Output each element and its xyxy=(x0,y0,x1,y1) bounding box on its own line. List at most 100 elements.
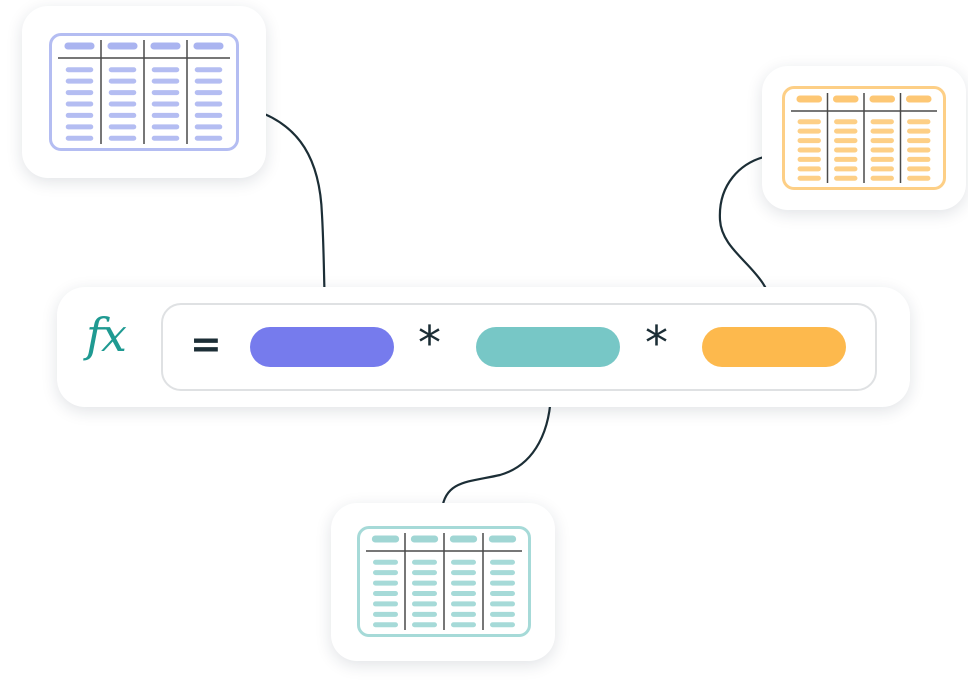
orange-table xyxy=(782,86,946,190)
teal-table-cell xyxy=(373,601,398,607)
blue-table-cell xyxy=(65,101,94,107)
orange-table-grid xyxy=(791,93,937,183)
teal-table-header-cell xyxy=(488,535,517,543)
orange-table-cell xyxy=(797,175,821,181)
orange-table-cell xyxy=(870,156,894,162)
blue-table-cell xyxy=(108,124,137,130)
teal-table-cell xyxy=(373,611,398,617)
orange-table-cell xyxy=(834,166,858,172)
teal-table-cell xyxy=(373,570,398,576)
teal-table-cell xyxy=(490,559,515,565)
blue-table-cell xyxy=(194,67,223,73)
orange-table-cell xyxy=(907,128,931,134)
blue-table-cell xyxy=(151,124,180,130)
orange-table-cell xyxy=(870,147,894,153)
teal-table-cell xyxy=(490,591,515,596)
blue-table-cell xyxy=(65,124,94,130)
orange-table-cell xyxy=(797,147,821,153)
orange-table-cell xyxy=(797,138,821,144)
blue-table-cell xyxy=(151,78,180,84)
blue-table-cell xyxy=(151,90,180,96)
orange-table-cell xyxy=(797,166,821,172)
orange-table-cell xyxy=(834,138,858,144)
blue-table-cell xyxy=(151,112,180,118)
blue-table-header-cell xyxy=(107,42,138,50)
teal-table-cell xyxy=(451,622,476,628)
blue-table-header-cell xyxy=(64,42,95,50)
orange-table-cell xyxy=(907,138,931,144)
blue-table-cell xyxy=(151,101,180,107)
blue-table-header-cell xyxy=(150,42,181,50)
equals-sign: = xyxy=(190,322,222,366)
orange-table-cell xyxy=(907,166,931,172)
teal-table-cell xyxy=(490,580,515,586)
orange-table-cell xyxy=(907,175,931,181)
teal-table-cell xyxy=(412,591,437,596)
teal-table-cell xyxy=(373,580,398,586)
blue-table-cell xyxy=(65,112,94,118)
teal-table-cell xyxy=(373,622,398,628)
teal-table-header-cell xyxy=(410,535,439,543)
orange-table-cell xyxy=(870,128,894,134)
blue-table-cell xyxy=(194,135,223,141)
blue-table-cell xyxy=(194,112,223,118)
teal-table-cell xyxy=(412,580,437,586)
orange-table-cell xyxy=(870,175,894,181)
teal-table-cell xyxy=(412,622,437,628)
orange-table-cell xyxy=(797,128,821,134)
teal-table-cell xyxy=(451,559,476,565)
teal-table-cell xyxy=(451,580,476,586)
teal-table-cell xyxy=(451,591,476,596)
orange-table-cell xyxy=(870,119,894,125)
blue-table-cell xyxy=(65,67,94,73)
orange-table-cell xyxy=(797,156,821,162)
blue-table-cell xyxy=(65,78,94,84)
blue-table-card xyxy=(22,6,266,178)
blue-table-cell xyxy=(65,90,94,96)
teal-table-cell xyxy=(373,591,398,596)
blue-table-cell xyxy=(108,112,137,118)
orange-table-cell xyxy=(797,119,821,125)
teal-table-cell xyxy=(412,559,437,565)
blue-table-cell xyxy=(108,101,137,107)
blue-table xyxy=(49,33,239,151)
orange-table-cell xyxy=(834,156,858,162)
orange-table-header-cell xyxy=(832,95,859,103)
teal-operand-pill[interactable] xyxy=(476,327,620,367)
blue-table-cell xyxy=(194,101,223,107)
teal-table-cell xyxy=(451,601,476,607)
blue-table-cell xyxy=(108,78,137,84)
teal-table-card xyxy=(331,503,555,661)
blue-table-cell xyxy=(108,67,137,73)
teal-table xyxy=(357,526,531,637)
blue-table-cell xyxy=(108,90,137,96)
blue-operand-pill[interactable] xyxy=(250,327,394,367)
teal-table-cell xyxy=(373,559,398,565)
orange-table-cell xyxy=(870,138,894,144)
teal-table-cell xyxy=(451,570,476,576)
multiply-operator-1: * xyxy=(418,316,441,370)
orange-table-cell xyxy=(834,175,858,181)
orange-table-cell xyxy=(834,128,858,134)
orange-table-cell xyxy=(834,147,858,153)
fx-label: fx xyxy=(86,308,127,362)
orange-operand-pill[interactable] xyxy=(702,327,846,367)
blue-table-cell xyxy=(108,135,137,141)
blue-table-cell xyxy=(151,67,180,73)
orange-table-cell xyxy=(907,119,931,125)
blue-table-cell xyxy=(194,90,223,96)
blue-table-cell xyxy=(151,135,180,141)
teal-table-header-cell xyxy=(449,535,478,543)
blue-table-cell xyxy=(194,78,223,84)
teal-table-cell xyxy=(451,611,476,617)
blue-table-header-cell xyxy=(193,42,224,50)
blue-table-cell xyxy=(65,135,94,141)
orange-table-cell xyxy=(870,166,894,172)
teal-table-cell xyxy=(412,570,437,576)
orange-table-cell xyxy=(834,119,858,125)
teal-table-cell xyxy=(412,611,437,617)
orange-table-card xyxy=(762,66,966,210)
orange-table-header-cell xyxy=(796,95,823,103)
teal-table-cell xyxy=(490,601,515,607)
orange-table-cell xyxy=(907,147,931,153)
